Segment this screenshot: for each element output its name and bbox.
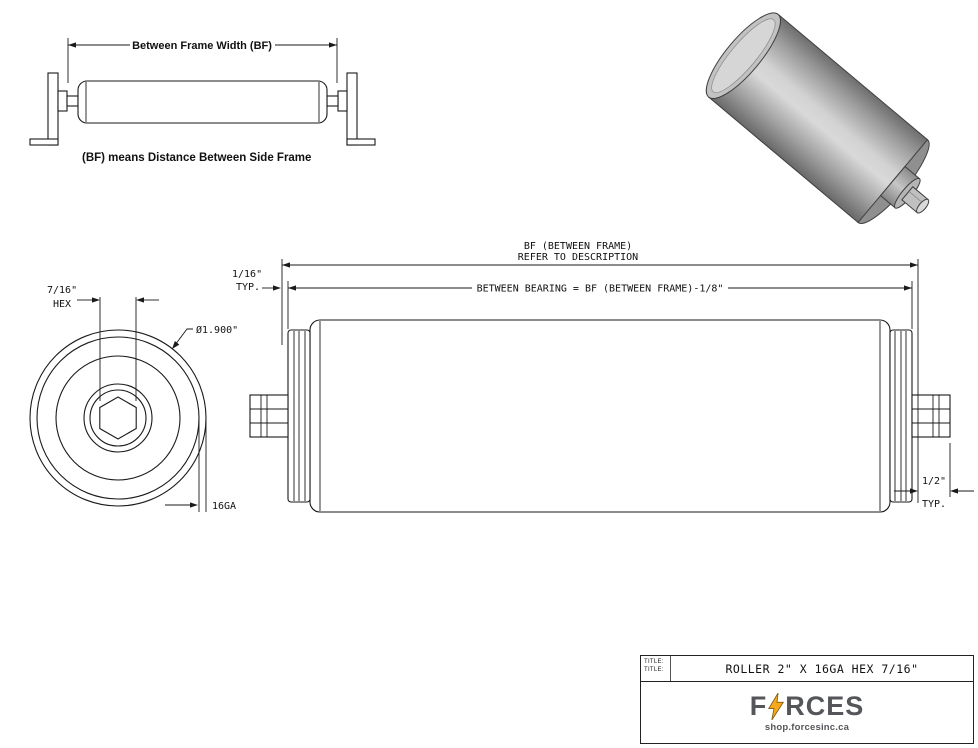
bf-label-line1: BF (BETWEEN FRAME) bbox=[524, 241, 632, 252]
drawing-title: ROLLER 2" X 16GA HEX 7/16" bbox=[725, 661, 919, 676]
bf-caption: (BF) means Distance Between Side Frame bbox=[82, 152, 311, 164]
brand-website: shop.forcesinc.ca bbox=[764, 721, 850, 733]
roller-body-schematic bbox=[77, 80, 328, 124]
gap-dimension: 1/16" TYP. bbox=[232, 269, 281, 293]
side-view-body bbox=[309, 319, 891, 513]
gauge-label: 16GA bbox=[212, 501, 236, 512]
bf-label-line2: REFER TO DESCRIPTION bbox=[518, 252, 638, 263]
left-side-frame bbox=[29, 72, 79, 146]
lightning-bolt-icon bbox=[768, 692, 785, 720]
bf-dimension: Between Frame Width (BF) bbox=[67, 38, 338, 83]
roller-3d-render bbox=[705, 12, 930, 224]
shaft-ext-typ-label: TYP. bbox=[922, 499, 946, 510]
bf-frame-diagram: Between Frame Width (BF) (BF) means Dist… bbox=[29, 38, 376, 164]
title-block: TITLE: TITLE: ROLLER 2" X 16GA HEX 7/16"… bbox=[640, 655, 974, 744]
title-block-labels: TITLE: TITLE: bbox=[641, 656, 671, 681]
roller-3d-group bbox=[705, 12, 930, 224]
hex-word-label: HEX bbox=[53, 299, 71, 310]
roller-end-view: 7/16" HEX Ø1.900" 16GA bbox=[29, 285, 238, 512]
title-label-top: TITLE: bbox=[644, 659, 664, 665]
bf-between-frame-dimension: BF (BETWEEN FRAME) REFER TO DESCRIPTION bbox=[281, 241, 919, 503]
shaft-ext-label: 1/2" bbox=[922, 476, 946, 487]
between-bearing-label: BETWEEN BEARING = BF (BETWEEN FRAME)-1/8… bbox=[477, 284, 724, 295]
left-hex-shaft bbox=[249, 394, 289, 438]
forces-logo: F RCES bbox=[749, 690, 865, 721]
right-side-frame bbox=[326, 72, 376, 146]
gap-typ-label: TYP. bbox=[236, 282, 260, 293]
roller-tube bbox=[309, 319, 891, 513]
inner-wall-circle bbox=[36, 336, 200, 500]
brand-letter-f: F bbox=[749, 690, 768, 721]
shaft-extension-dimension: 1/2" TYP. bbox=[894, 443, 974, 510]
left-bearing bbox=[287, 329, 311, 503]
end-view-circles bbox=[29, 329, 207, 507]
diameter-dimension: Ø1.900" bbox=[172, 324, 238, 349]
title-block-header: TITLE: TITLE: ROLLER 2" X 16GA HEX 7/16" bbox=[641, 656, 973, 682]
gap-label: 1/16" bbox=[232, 269, 262, 280]
roller-side-view: BF (BETWEEN FRAME) REFER TO DESCRIPTION … bbox=[232, 241, 974, 513]
brand-letters-rces: RCES bbox=[785, 690, 865, 721]
bf-width-label: Between Frame Width (BF) bbox=[132, 40, 272, 52]
hex-bore bbox=[99, 396, 137, 440]
title-label-bottom: TITLE: bbox=[644, 667, 664, 673]
title-block-brand-area: F RCES shop.forcesinc.ca bbox=[641, 682, 973, 743]
hex-dimension: 7/16" HEX bbox=[47, 285, 159, 401]
diameter-label: Ø1.900" bbox=[196, 324, 238, 336]
gauge-dimension: 16GA bbox=[165, 418, 236, 512]
between-bearing-dimension: BETWEEN BEARING = BF (BETWEEN FRAME)-1/8… bbox=[287, 281, 913, 329]
right-bearing bbox=[889, 329, 913, 503]
hex-size-label: 7/16" bbox=[47, 285, 77, 296]
